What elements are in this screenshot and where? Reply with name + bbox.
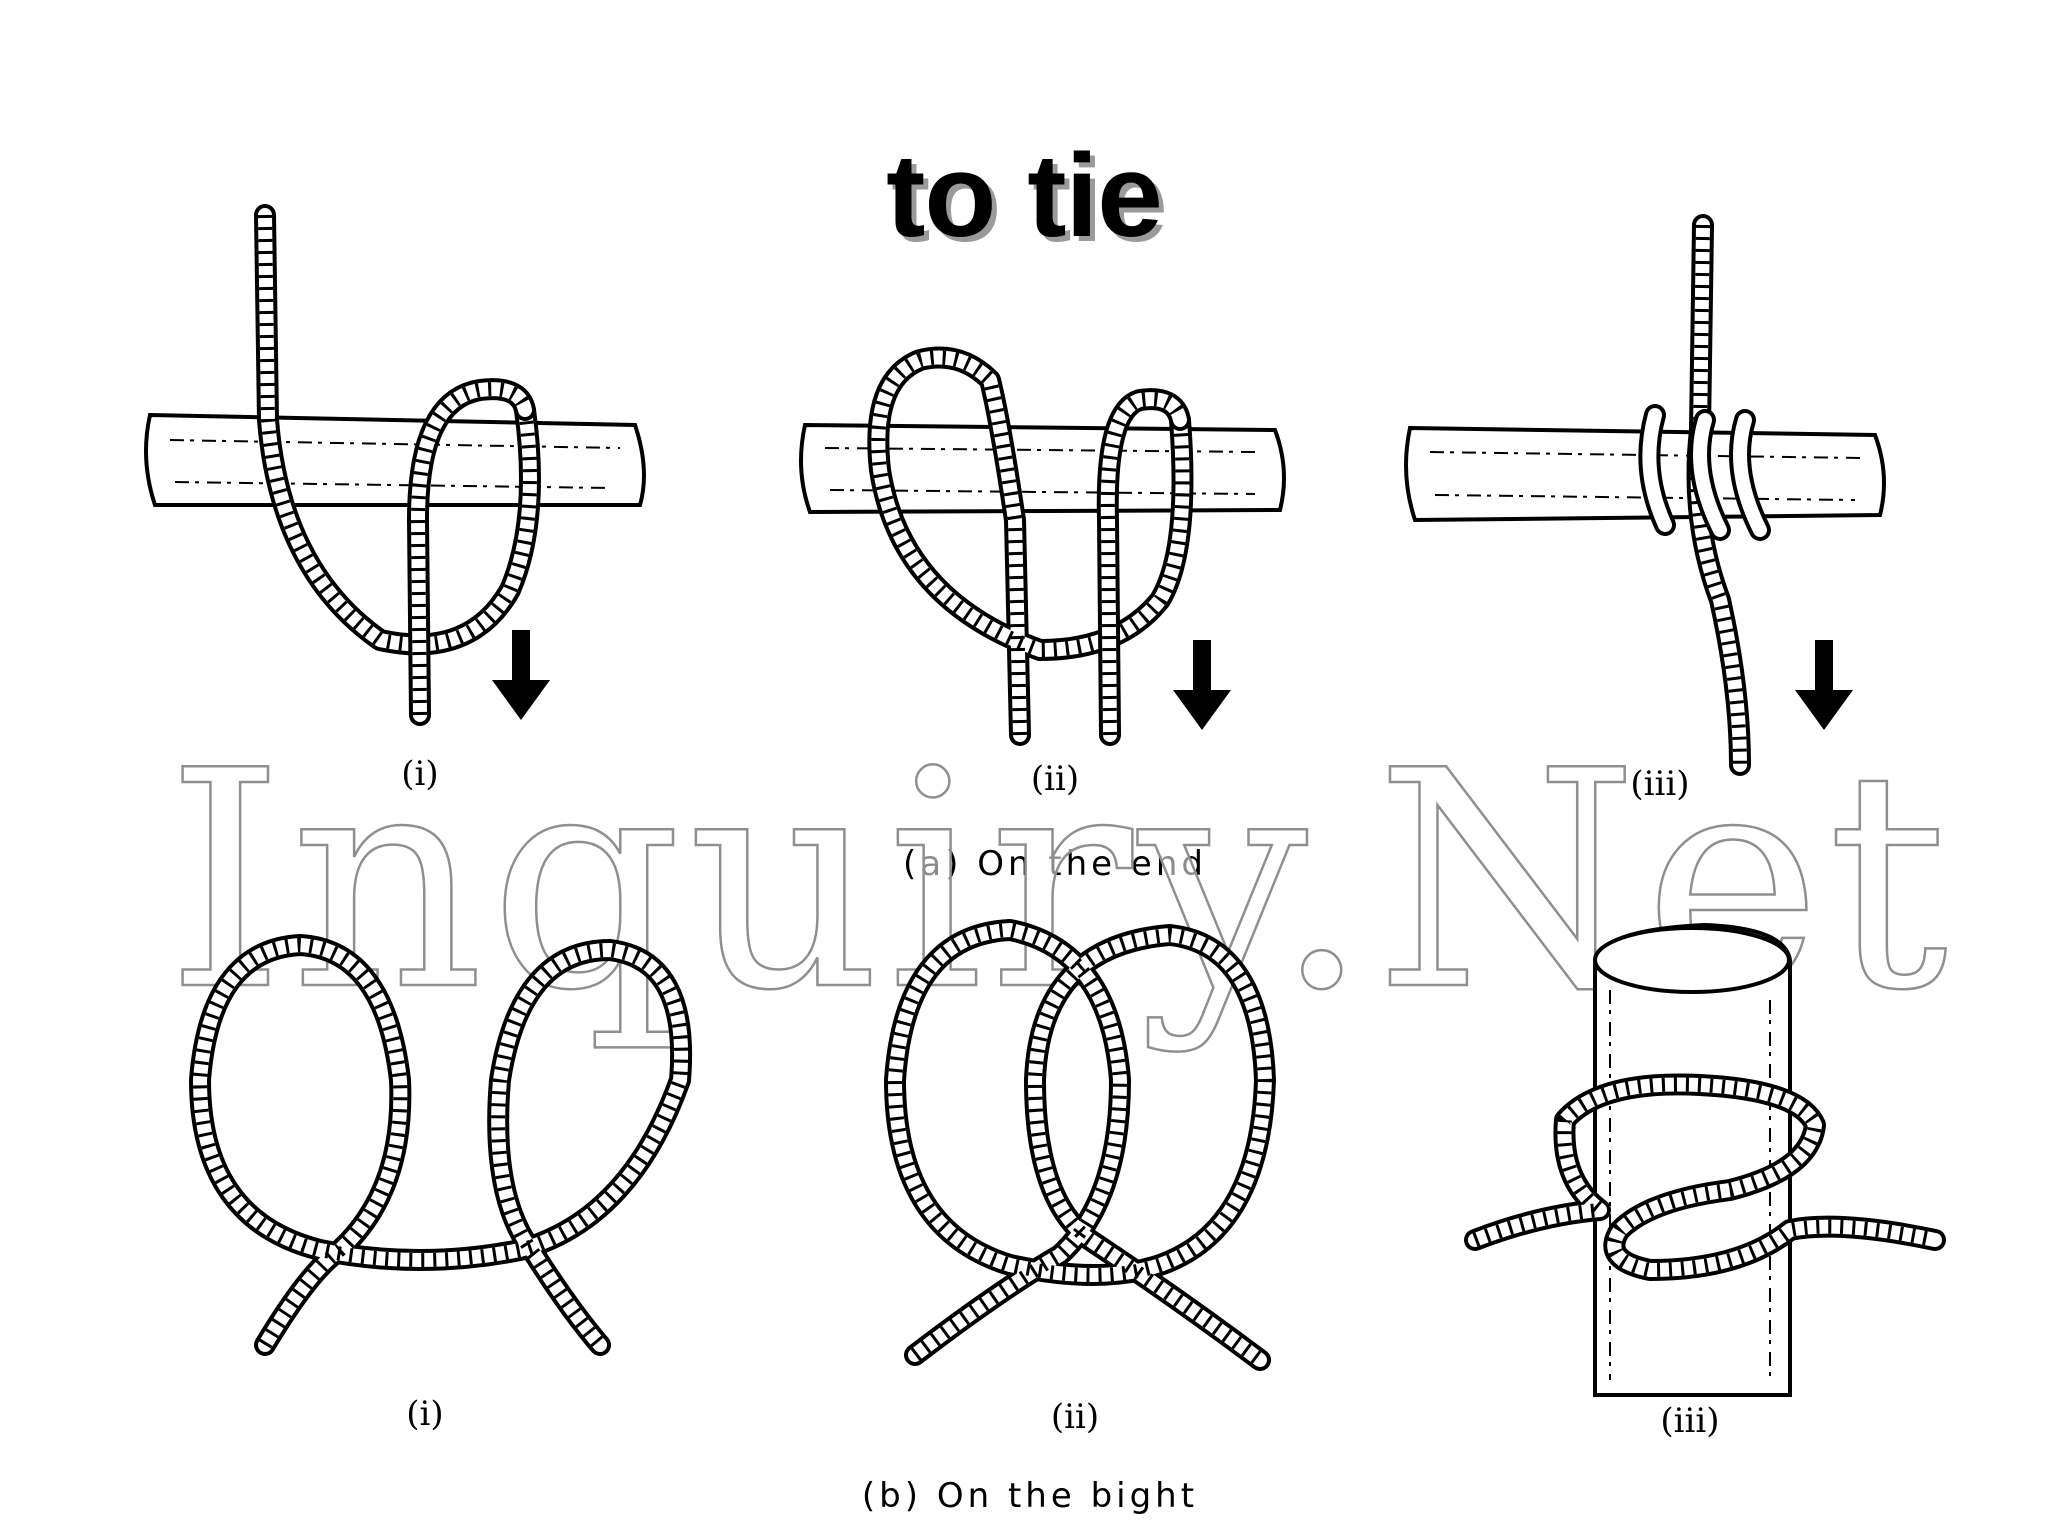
step-b1-label: (i) [406,1394,443,1434]
step-a3-illustration [1404,214,1886,776]
step-a1-label: (i) [401,754,438,794]
section-b-caption: (b) On the bight [862,1476,1198,1516]
step-b3-illustration [1464,922,1946,1397]
section-a-caption: (a) On the end [903,844,1207,884]
step-a2-label: (ii) [1031,759,1079,799]
slide-title: to tie [886,130,1163,262]
step-a3-label: (iii) [1630,764,1689,804]
step-b2-label: (ii) [1051,1397,1099,1437]
step-a2-illustration [799,346,1286,746]
step-b2-illustration [884,919,1276,1371]
step-b1-illustration [189,934,693,1356]
step-b3-label: (iii) [1660,1401,1719,1441]
step-a1-illustration [144,204,646,726]
